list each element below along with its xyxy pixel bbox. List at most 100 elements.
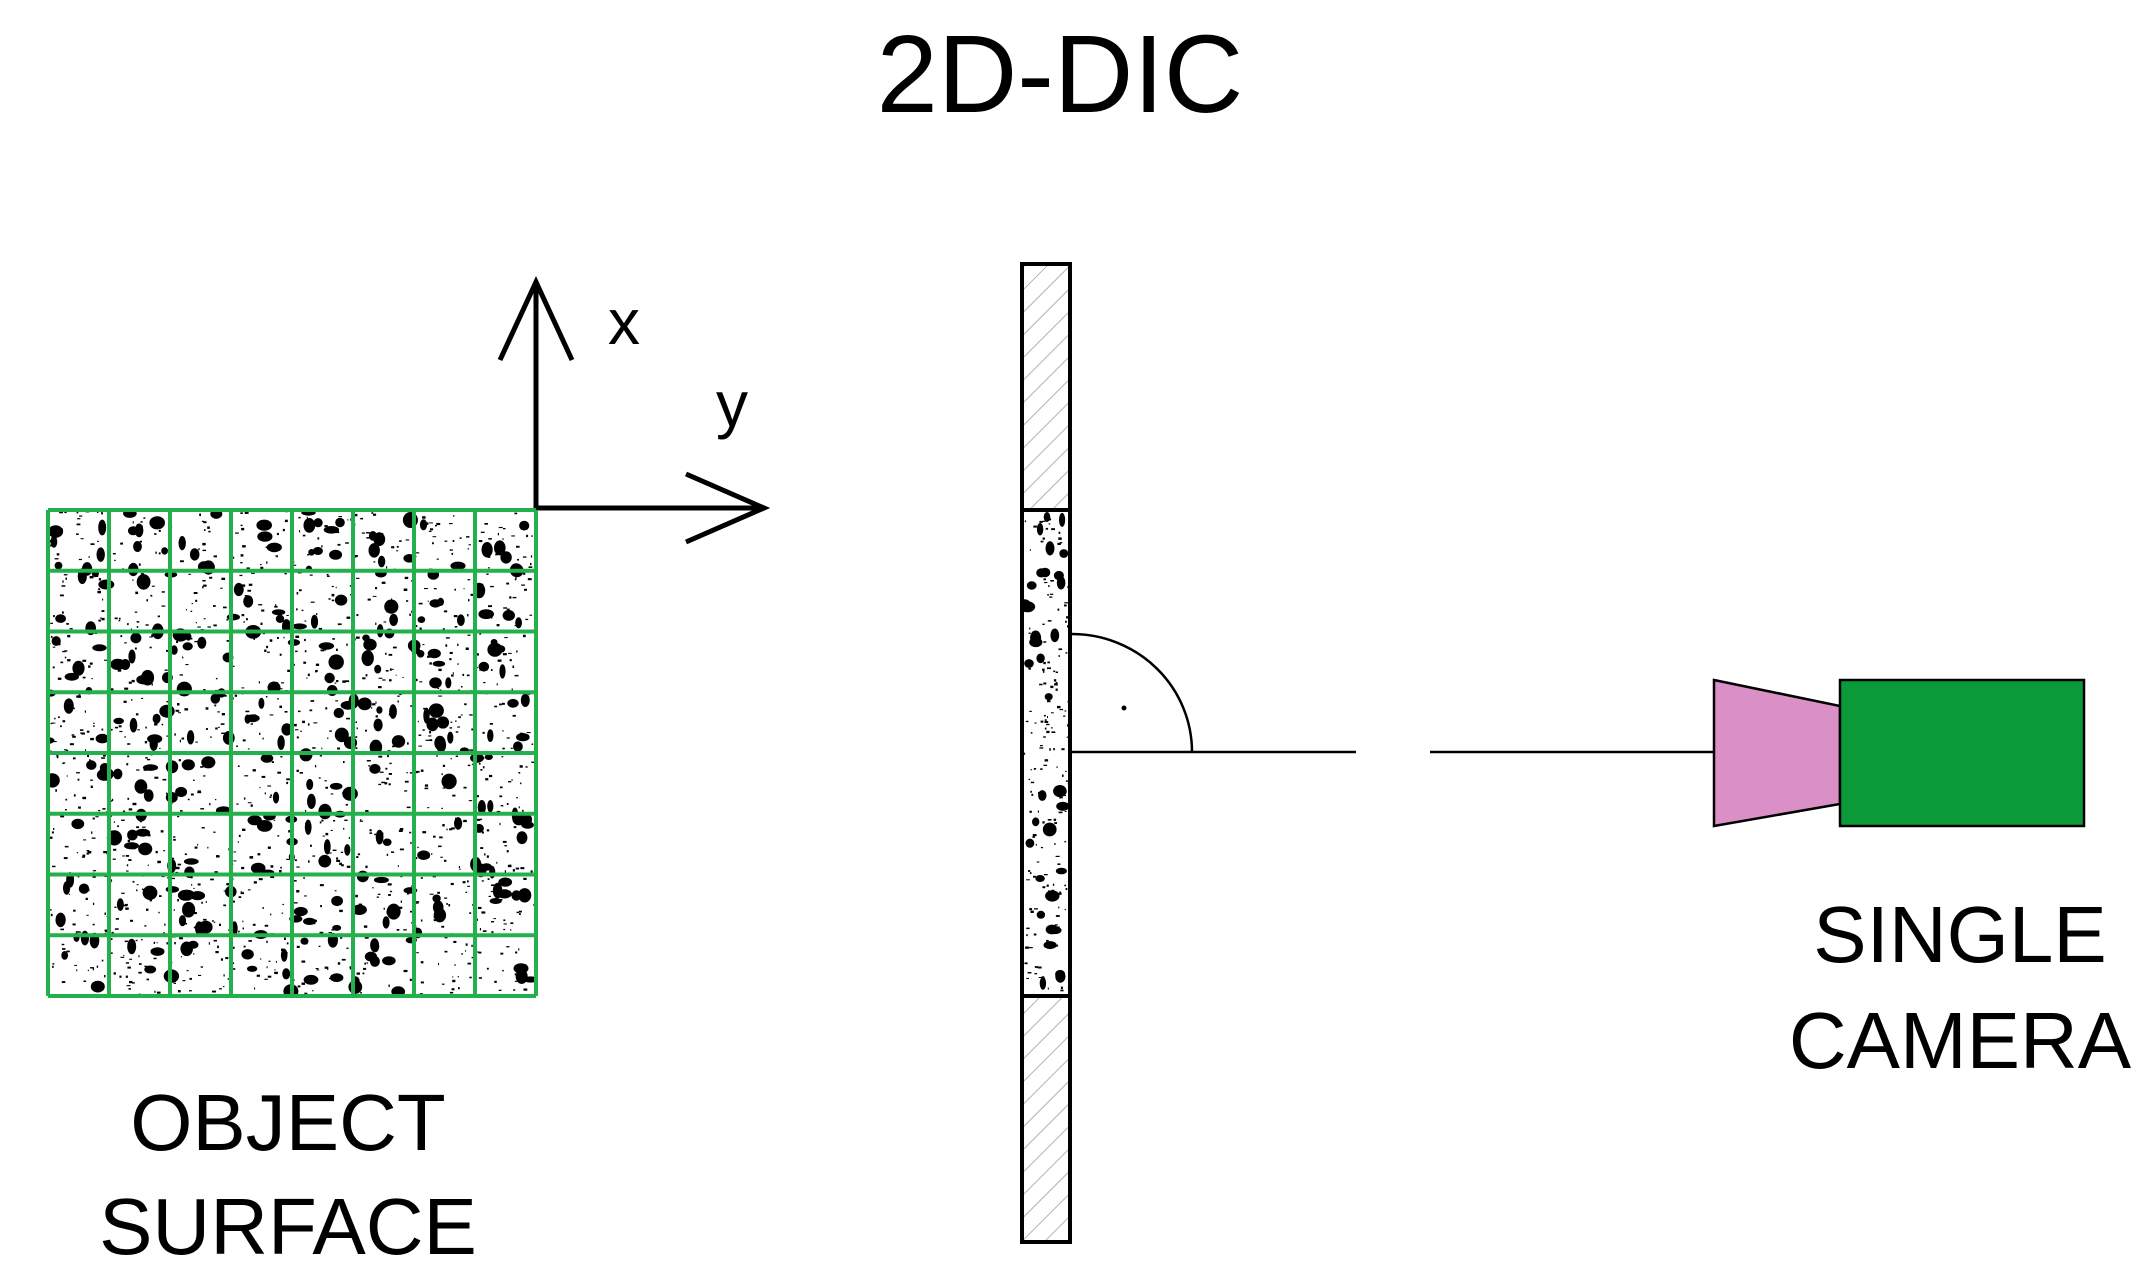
speckle-dot [446, 903, 448, 905]
speckle-dot [274, 971, 278, 975]
speckle-dot [333, 820, 336, 822]
speckle-dot [339, 909, 343, 913]
speckle-dot [507, 864, 512, 868]
speckle-dot [173, 979, 176, 982]
speckle-dot [112, 553, 116, 555]
speckle-dot [330, 973, 344, 983]
speckle-dot [328, 654, 344, 670]
speckle-dot [250, 723, 253, 725]
speckle-dot [315, 968, 319, 970]
speckle-dot [184, 923, 188, 925]
speckle-dot [198, 548, 200, 551]
speckle-dot [119, 975, 122, 978]
speckle-dot [79, 931, 82, 933]
coordinate-axes: x y [497, 276, 771, 545]
speckle-dot [502, 747, 505, 750]
speckle-dot [1025, 838, 1035, 848]
speckle-dot [98, 519, 107, 536]
speckle-dot [1052, 945, 1057, 947]
speckle-dot [150, 947, 165, 956]
speckle-dot [103, 754, 106, 757]
speckle-dot [1056, 766, 1058, 768]
speckle-dot [240, 524, 243, 527]
speckle-dot [281, 744, 284, 746]
speckle-dot [447, 731, 454, 744]
speckle-dot [429, 731, 431, 734]
speckle-dot [1034, 966, 1038, 968]
speckle-dot [1050, 685, 1054, 689]
speckle-dot [415, 625, 418, 628]
speckle-dot [284, 519, 288, 523]
speckle-dot [356, 577, 360, 579]
speckle-dot [71, 734, 75, 736]
speckle-dot [62, 720, 66, 723]
speckle-dot [437, 597, 445, 607]
speckle-dot [259, 732, 261, 735]
speckle-dot [48, 525, 64, 538]
speckle-dot [221, 713, 225, 716]
speckle-dot [457, 643, 459, 646]
speckle-dot [1038, 790, 1047, 801]
speckle-dot [450, 721, 453, 723]
speckle-dot [1055, 681, 1058, 685]
speckle-dot [190, 610, 193, 612]
speckle-dot [362, 972, 365, 975]
speckle-dot [523, 877, 527, 880]
speckle-dot [258, 628, 260, 630]
speckle-dot [303, 877, 305, 879]
speckle-dot [173, 838, 176, 841]
speckle-dot [427, 648, 441, 659]
speckle-dot [59, 511, 63, 514]
speckle-dot [223, 986, 225, 988]
speckle-dot [161, 723, 164, 726]
speckle-dot [1034, 908, 1038, 910]
speckle-dot [134, 779, 148, 794]
speckle-dot [174, 733, 176, 736]
speckle-dot [457, 726, 461, 728]
speckle-dot [319, 931, 324, 934]
speckle-dot [252, 769, 256, 772]
speckle-dot [1055, 867, 1067, 875]
speckle-dot [61, 951, 69, 960]
speckle-dot [236, 803, 239, 805]
speckle-dot [62, 948, 66, 950]
speckle-dot [285, 952, 288, 955]
speckle-dot [406, 522, 409, 524]
speckle-dot [509, 596, 512, 599]
speckle-dot [469, 749, 473, 751]
speckle-dot [254, 987, 256, 990]
speckle-dot [1064, 604, 1067, 607]
speckle-dot [330, 829, 333, 831]
speckle-dot [277, 771, 281, 774]
speckle-dot [1029, 872, 1032, 874]
speckle-dot [415, 901, 420, 903]
speckle-dot [475, 951, 480, 953]
speckle-dot [117, 825, 119, 828]
speckle-dot [130, 632, 142, 644]
speckle-dot [442, 983, 445, 985]
speckle-dot [478, 609, 495, 619]
speckle-dot [452, 540, 455, 542]
speckle-dot [64, 511, 67, 514]
speckle-dot [113, 848, 117, 851]
speckle-dot [319, 884, 324, 887]
speckle-dot [467, 548, 470, 550]
speckle-dot [93, 722, 95, 724]
speckle-dot [519, 765, 523, 768]
speckle-dot [425, 739, 430, 741]
speckle-dot [50, 723, 53, 725]
speckle-dot [520, 867, 525, 870]
speckle-dot [1046, 884, 1049, 887]
speckle-dot [1043, 764, 1048, 766]
speckle-dot [78, 558, 82, 561]
speckle-dot [487, 800, 494, 813]
speckle-dot [416, 952, 419, 954]
speckle-dot [428, 530, 432, 532]
speckle-dot [1030, 910, 1034, 913]
speckle-dot [491, 616, 493, 619]
speckle-dot [1040, 847, 1043, 849]
speckle-dot [399, 540, 402, 542]
speckle-dot [132, 880, 135, 883]
speckle-dot [65, 577, 67, 580]
speckle-dot [179, 674, 183, 676]
